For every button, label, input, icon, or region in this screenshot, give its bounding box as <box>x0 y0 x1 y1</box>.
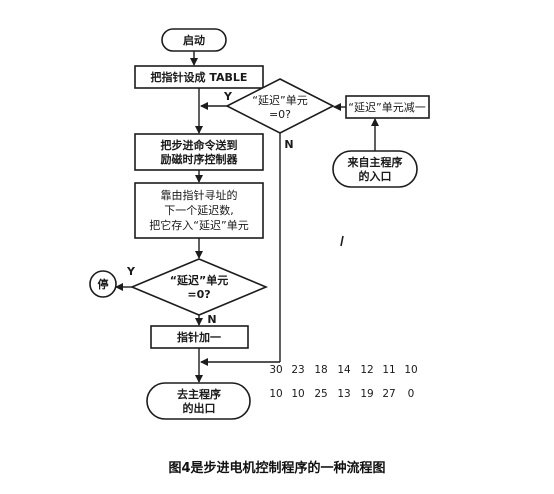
decision-top-line1: “延迟”单元 <box>252 94 307 107</box>
yes-top-label: Y <box>223 90 233 103</box>
yes-bottom-label: Y <box>126 265 136 278</box>
exit-line2: 的出口 <box>183 401 216 415</box>
send-step-box <box>134 133 264 171</box>
decision-bottom-line2: =0? <box>187 288 210 301</box>
exit-terminal <box>146 382 251 420</box>
stop-connector <box>89 270 117 298</box>
table-cell: 23 <box>291 364 304 376</box>
table-cell: 11 <box>382 364 395 376</box>
table-cell: 18 <box>314 364 327 376</box>
table-cell: 10 <box>404 364 417 376</box>
stray-mark <box>340 235 344 247</box>
decision-bottom <box>129 258 269 316</box>
decrement-label: “延迟”单元减一 <box>348 101 425 114</box>
decision-top-line2: =0? <box>269 108 291 121</box>
start-label: 启动 <box>183 33 205 47</box>
no-top-label: N <box>284 138 293 151</box>
entry-line1: 来自主程序 <box>347 155 403 169</box>
table-cell: 30 <box>269 364 282 376</box>
send-step-line1: 把步进命令送到 <box>161 138 238 152</box>
exit-line1: 去主程序 <box>177 387 221 401</box>
stop-connector-label: 停 <box>98 277 109 291</box>
entry-line2: 的入口 <box>359 169 392 183</box>
table-cell: 25 <box>314 388 327 400</box>
no-bottom-label: N <box>207 313 216 326</box>
table-cell: 13 <box>337 388 350 400</box>
table-cell: 12 <box>360 364 373 376</box>
next-delay-line1: 靠由指针寻址的 <box>161 188 238 202</box>
figure-caption: 图4是步进电机控制程序的一种流程图 <box>168 460 385 476</box>
table-cell: 0 <box>408 388 415 400</box>
table-cell: 19 <box>360 388 373 400</box>
delay-table: 30 23 18 14 12 11 10 10 10 25 13 19 27 0 <box>269 364 417 400</box>
table-cell: 10 <box>269 388 282 400</box>
next-delay-line2: 下一个延迟数, <box>164 204 234 217</box>
decision-bottom-line1: “延迟”单元 <box>170 273 228 287</box>
next-delay-line3: 把它存入“延迟”单元 <box>149 218 248 232</box>
pointer-inc-label: 指针加一 <box>177 330 221 344</box>
table-cell: 10 <box>291 388 304 400</box>
table-cell: 27 <box>382 388 395 400</box>
table-cell: 14 <box>337 364 351 376</box>
send-step-line2: 励磁时序控制器 <box>161 152 239 166</box>
set-pointer-label: 把指针设成 TABLE <box>151 70 248 84</box>
